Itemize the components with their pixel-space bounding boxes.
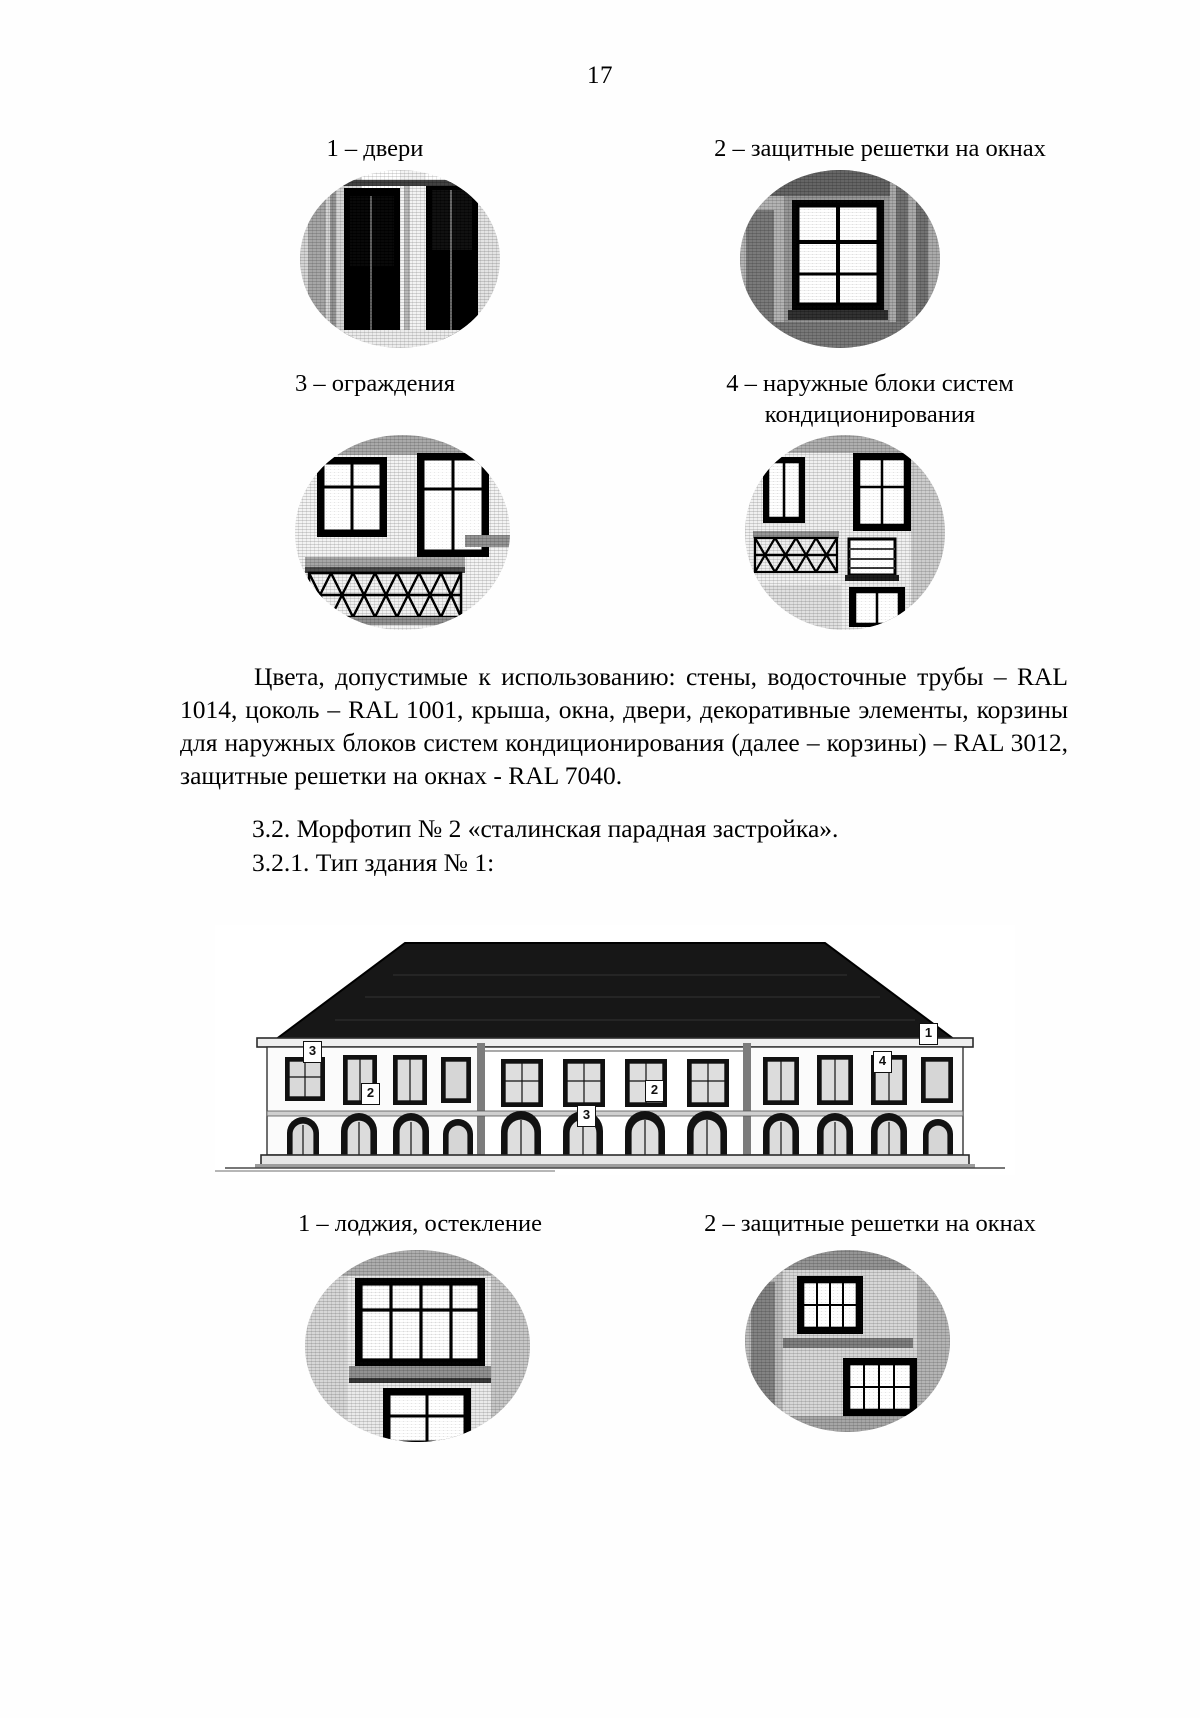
photo-window-grilles	[740, 170, 940, 348]
page-number: 17	[587, 62, 613, 89]
photo-window-grilles-content	[740, 170, 940, 348]
colors-paragraph-text: Цвета, допустимые к использованию: стены…	[180, 662, 1068, 791]
photo-loggia-glazing	[305, 1250, 530, 1442]
scan-grain	[300, 170, 500, 348]
photo-doors	[300, 170, 500, 348]
caption-railings: 3 – ограждения	[295, 370, 455, 397]
section-3-2: 3.2. Морфотип № 2 «сталинская парадная з…	[252, 814, 839, 843]
scan-grain	[295, 435, 510, 630]
caption-loggia-glazing: 1 – лоджия, остекление	[298, 1210, 542, 1237]
caption-ac-units: 4 – наружные блоки систем кондиционирова…	[726, 370, 1014, 429]
callout-3-left: 3	[303, 1041, 322, 1063]
caption-doors: 1 – двери	[326, 135, 424, 162]
colors-paragraph: Цвета, допустимые к использованию: стены…	[180, 660, 1068, 793]
section-3-2-1: 3.2.1. Тип здания № 1:	[252, 847, 495, 877]
callout-3-center: 3	[577, 1105, 596, 1127]
building-elevation-type-1: 3 2 3 2 4 1	[215, 925, 1015, 1175]
scan-grain	[305, 1250, 530, 1442]
photo-loggia-glazing-content	[305, 1250, 530, 1442]
callout-1-right: 1	[919, 1023, 938, 1045]
photo-ac-units	[745, 435, 945, 630]
scan-grain	[745, 1250, 950, 1432]
callout-2-center: 2	[645, 1080, 664, 1102]
scan-grain	[745, 435, 945, 630]
photo-railings	[295, 435, 510, 630]
photo-window-grilles-2	[745, 1250, 950, 1432]
photo-ac-units-content	[745, 435, 945, 630]
callout-4-right: 4	[873, 1051, 892, 1073]
caption-window-grilles-2: 2 – защитные решетки на окнах	[704, 1210, 1036, 1237]
caption-window-grilles: 2 – защитные решетки на окнах	[714, 135, 1046, 162]
callout-2-left: 2	[361, 1083, 380, 1105]
photo-railings-content	[295, 435, 510, 630]
scan-grain	[740, 170, 940, 348]
photo-window-grilles-2-content	[745, 1250, 950, 1432]
section-headings: 3.2. Морфотип № 2 «сталинская парадная з…	[252, 812, 838, 879]
building-elevation-drawing	[215, 925, 1015, 1175]
photo-doors-content	[300, 170, 500, 348]
